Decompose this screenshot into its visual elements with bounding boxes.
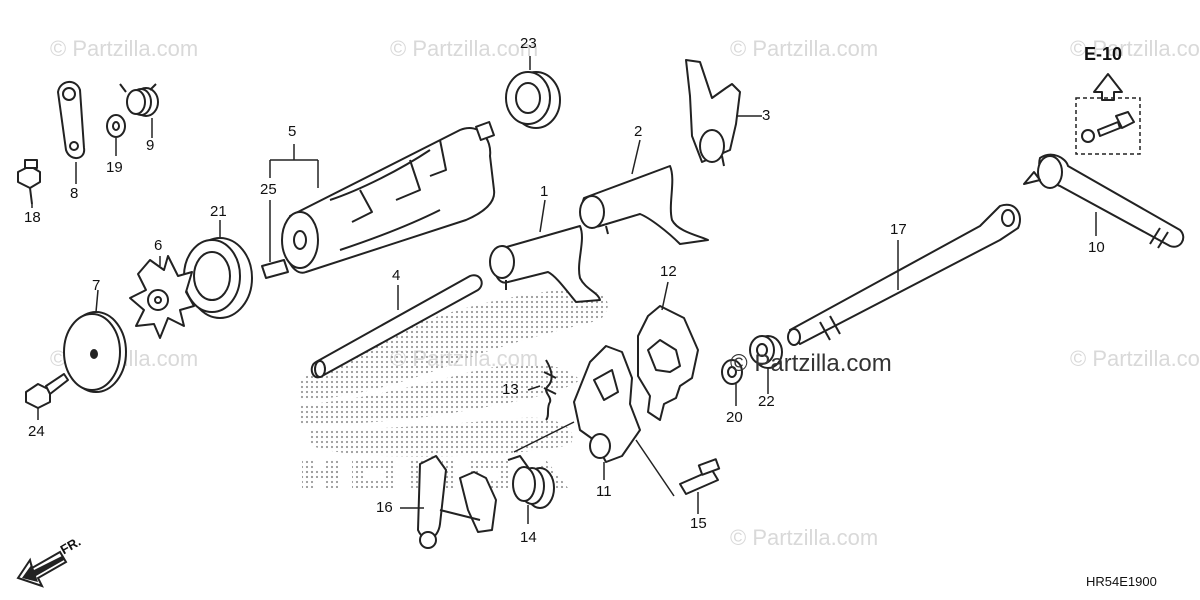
callout-21: 21 (210, 203, 227, 220)
callout-18: 18 (24, 209, 41, 226)
callout-6: 6 (154, 237, 163, 254)
reference-bolt-detail (1081, 111, 1135, 143)
callout-8: 8 (70, 185, 79, 202)
part-18-bolt (17, 159, 41, 205)
callout-22: 22 (758, 393, 775, 410)
part-13-spring (543, 359, 557, 421)
callout-11: 11 (596, 483, 612, 500)
part-21-bearing (183, 237, 253, 319)
part-25-pin (261, 259, 289, 279)
callout-17: 17 (890, 221, 907, 238)
watermark: © Partzilla.com (730, 525, 879, 550)
part-20-washer (721, 359, 743, 385)
watermark: © Partzilla.com (50, 36, 199, 61)
callout-12: 12 (660, 263, 677, 280)
center-watermark: © Partzilla.com (730, 350, 892, 377)
part-8-stopper-arm (57, 81, 86, 159)
callout-2: 2 (634, 123, 643, 140)
part-15-stud-bolt (679, 458, 721, 495)
diagram-code: HR54E1900 (1086, 574, 1157, 589)
part-1-shift-fork (489, 225, 601, 303)
part-2-shift-fork (579, 165, 709, 245)
callout-20: 20 (726, 409, 743, 426)
watermark: © Partzilla.com (1070, 346, 1200, 371)
callout-19: 19 (106, 159, 123, 176)
callout-10: 10 (1088, 239, 1105, 256)
part-7-drum-disk (63, 311, 127, 393)
part-10-gearshift-spindle (1023, 153, 1185, 249)
reference-label: E-10 (1084, 44, 1123, 64)
part-23-bearing (505, 71, 561, 129)
callout-7: 7 (92, 277, 101, 294)
callout-4: 4 (392, 267, 401, 284)
watermark: © Partzilla.com (730, 36, 879, 61)
callout-23: 23 (520, 35, 537, 52)
callout-14: 14 (520, 529, 537, 546)
callout-3: 3 (762, 107, 771, 124)
callout-15: 15 (690, 515, 707, 532)
callout-25: 25 (260, 181, 277, 198)
watermark: © Partzilla.com (390, 36, 539, 61)
part-3-shift-fork (685, 59, 741, 167)
front-arrow-icon (16, 550, 68, 588)
part-4-fork-shaft (310, 274, 483, 379)
callout-24: 24 (28, 423, 45, 440)
part-12-guide-plate (637, 305, 699, 421)
part-11-gearshift-arm (573, 345, 641, 463)
callout-9: 9 (146, 137, 155, 154)
callout-13: 13 (502, 381, 519, 398)
reference-box (1075, 97, 1141, 155)
part-19-washer (106, 114, 126, 138)
part-6-shift-plate (129, 255, 195, 339)
reference-arrow-icon (1093, 73, 1123, 101)
part-5-shift-drum (281, 121, 496, 274)
callout-1: 1 (540, 183, 549, 200)
callout-16: 16 (376, 499, 393, 516)
callout-5: 5 (288, 123, 297, 140)
watermark: © Partzilla.com (1070, 36, 1200, 61)
part-24-bolt (25, 373, 69, 409)
part-9-spring (119, 83, 159, 117)
part-17-gearshift-spindle (787, 203, 1021, 346)
part-14-return-spring (507, 455, 555, 509)
part-16-shift-arm (417, 455, 497, 549)
